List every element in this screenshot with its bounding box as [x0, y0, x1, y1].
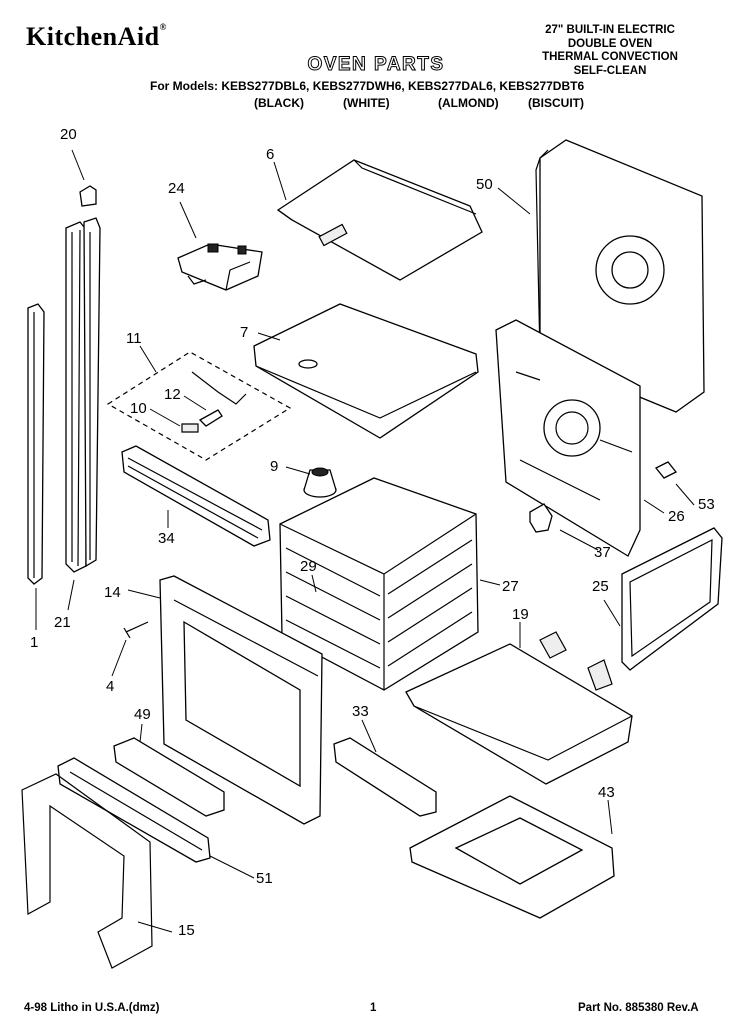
callout-34: 34 — [158, 530, 175, 547]
callout-25: 25 — [592, 578, 609, 595]
footer-litho: 4-98 Litho in U.S.A.(dmz) — [24, 1002, 160, 1014]
page-title: OVEN PARTS — [307, 54, 445, 76]
part-1-vent-strip — [28, 304, 44, 584]
color-black: (BLACK) — [254, 96, 304, 110]
description-line: THERMAL CONVECTION — [542, 51, 678, 63]
part-10-clip — [182, 424, 198, 432]
part-34-control-strip — [122, 446, 270, 546]
callout-27: 27 — [502, 578, 519, 595]
part-11-sensor-group — [108, 352, 290, 460]
callout-10: 10 — [130, 400, 147, 417]
leader-lines — [36, 150, 694, 932]
description-line: SELF-CLEAN — [573, 64, 647, 77]
callout-26: 26 — [668, 508, 685, 525]
callout-12: 12 — [164, 386, 181, 403]
part-12-sensor — [200, 410, 222, 426]
models-line: For Models: KEBS277DBL6, KEBS277DWH6, KE… — [150, 79, 585, 93]
description-line: DOUBLE OVEN — [567, 37, 653, 50]
part-7-inner-top-plate — [254, 304, 478, 438]
callout-14: 14 — [104, 584, 121, 601]
part-25-side-frame — [622, 528, 722, 670]
oven-description: 27" BUILT-IN ELECTRIC DOUBLE OVEN THERMA… — [510, 24, 710, 78]
callout-9: 9 — [270, 458, 279, 475]
part-6-top-vent-plate — [278, 160, 482, 280]
part-20-cap — [80, 186, 96, 206]
callout-29: 29 — [300, 558, 317, 575]
callout-43: 43 — [598, 784, 615, 801]
callout-6: 6 — [266, 146, 275, 163]
callout-50: 50 — [476, 176, 493, 193]
callout-11: 11 — [126, 330, 142, 347]
part-49-lower-trim — [114, 738, 224, 816]
part-15-gasket — [22, 774, 152, 968]
part-53-clip — [656, 462, 676, 478]
rear-panel-fan-opening — [544, 400, 600, 456]
callout-33: 33 — [352, 703, 369, 720]
callout-51: 51 — [256, 870, 273, 887]
part-21-side-trim-rear — [84, 218, 100, 566]
callout-53: 53 — [698, 496, 715, 513]
footer-part-number: Part No. 885380 Rev.A — [578, 1002, 699, 1014]
part-24-switch-assembly — [178, 244, 262, 290]
callout-1: 1 — [30, 634, 39, 651]
callout-4: 4 — [106, 678, 115, 695]
part-4-screw — [124, 622, 148, 638]
callout-24: 24 — [168, 180, 185, 197]
callout-7: 7 — [240, 324, 249, 341]
kitchenaid-logo: KitchenAid® — [26, 22, 167, 51]
color-white: (WHITE) — [343, 96, 390, 110]
part-37-element — [530, 504, 552, 532]
callout-15: 15 — [178, 922, 195, 939]
callout-21: 21 — [54, 614, 71, 631]
callout-37: 37 — [594, 544, 611, 561]
part-33-bottom-rail — [334, 738, 436, 816]
footer-page-number: 1 — [370, 1002, 377, 1014]
color-biscuit: (BISCUIT) — [528, 96, 584, 110]
description-line: 27" BUILT-IN ELECTRIC — [545, 24, 675, 36]
color-almond: (ALMOND) — [438, 96, 499, 110]
callout-19: 19 — [512, 606, 529, 623]
callout-20: 20 — [60, 126, 77, 143]
callout-49: 49 — [134, 706, 151, 723]
